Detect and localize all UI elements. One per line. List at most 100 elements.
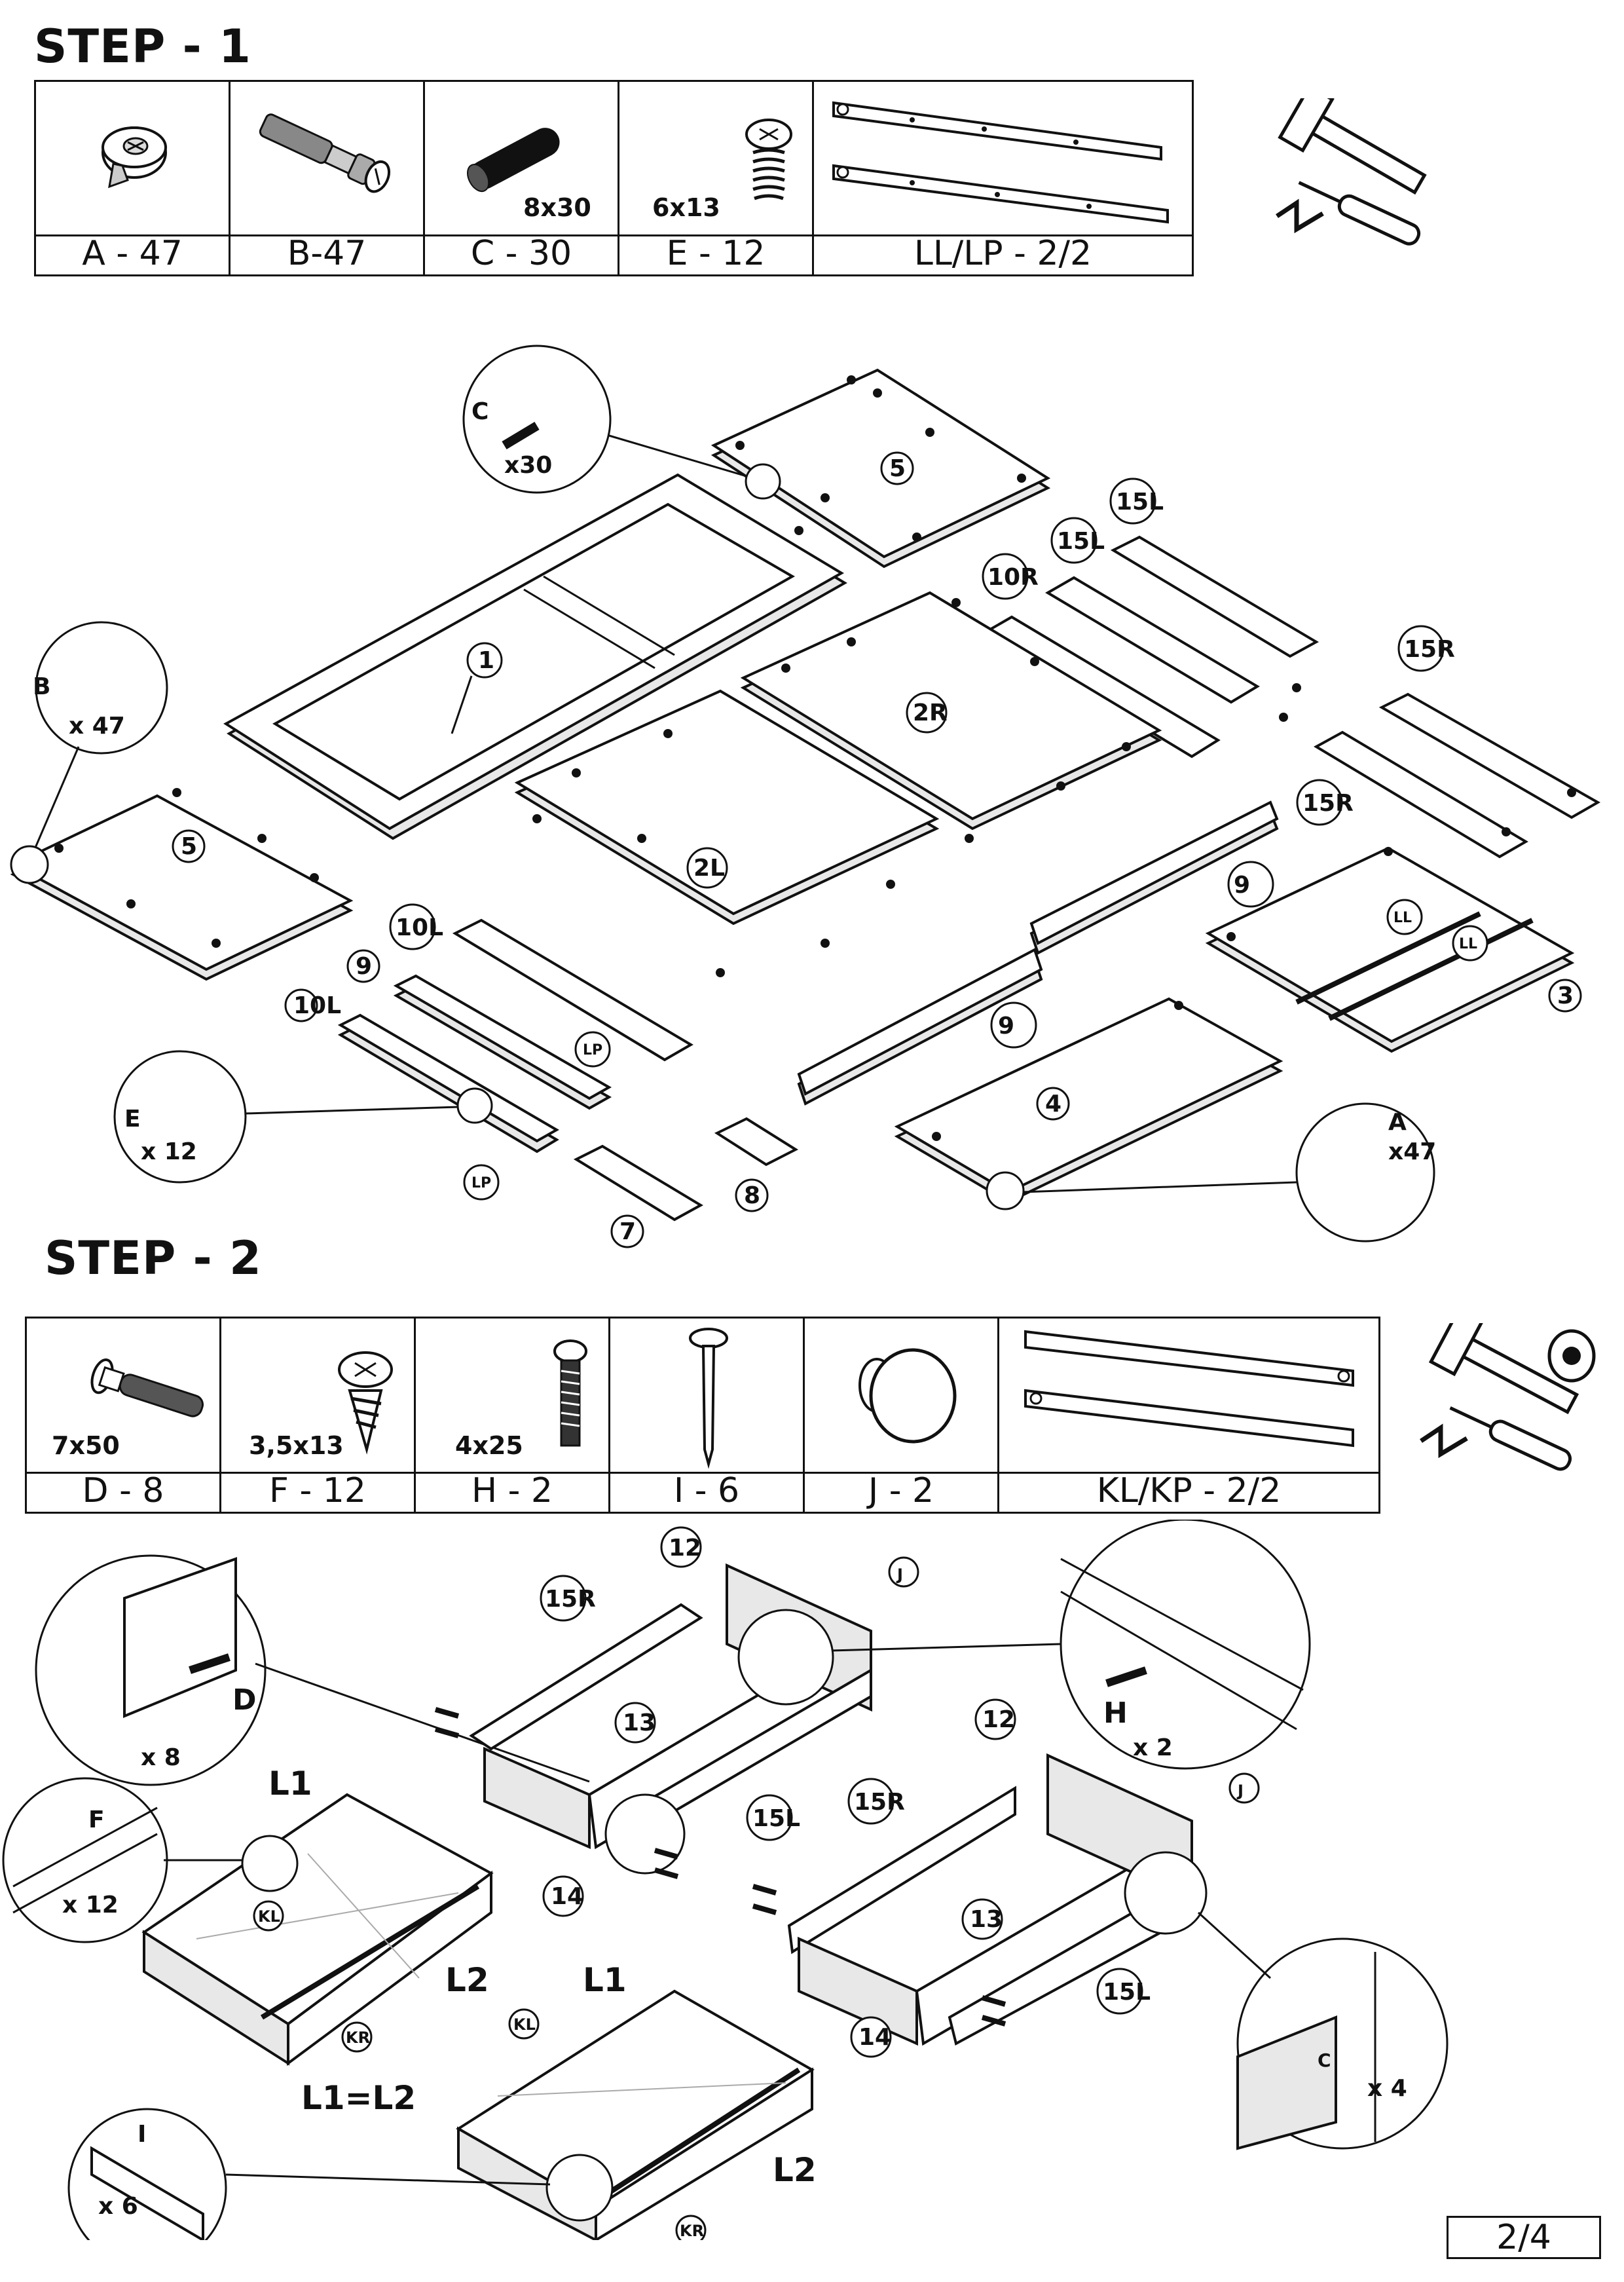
part-label-d: D - 8 (27, 1472, 219, 1512)
hammer-screwdriver-icon (1276, 98, 1427, 246)
callout-f-letter: F (88, 1806, 105, 1833)
num-lp-b: LP (471, 1175, 491, 1191)
nail-icon (689, 1328, 728, 1469)
num-9-b: 10L (293, 992, 341, 1019)
part-cell-j: J - 2 (805, 1319, 999, 1512)
callout-d-letter: D (232, 1683, 257, 1717)
slat-11r (1029, 800, 1279, 955)
size-label-e: 6x13 (652, 193, 720, 222)
part-label-f: F - 12 (221, 1472, 414, 1512)
slat-15r-a (1378, 692, 1601, 819)
num-ll-b: LL (1459, 936, 1477, 952)
panel-2l (514, 689, 940, 926)
screw-e-icon (745, 119, 792, 200)
rail-9-a (393, 974, 612, 1110)
num-kl-a: KL (258, 1907, 280, 1926)
panel-5-top (710, 368, 1051, 569)
num-2l: 2L (693, 855, 725, 882)
panel-5-left (10, 794, 354, 981)
drawer-box-left (141, 1793, 494, 2066)
num-j-a: J (896, 1565, 903, 1584)
num-15r-b: 15R (1302, 790, 1354, 817)
screw-h-icon (553, 1339, 587, 1447)
size-label-h: 4x25 (455, 1431, 523, 1460)
num-15l-a: 15L (1116, 489, 1164, 515)
part-cell-f: 3,5x13 F - 12 (221, 1319, 416, 1512)
part-7 (573, 1144, 704, 1222)
label-l2-b: L2 (773, 2151, 817, 2189)
equation-l1-l2: L1=L2 (301, 2079, 416, 2117)
part-cell-e: 6x13 E - 12 (619, 82, 814, 274)
part-cell-a: A - 47 (36, 82, 231, 274)
callout-c4-count: x 4 (1367, 2075, 1407, 2102)
num-15r-b: 15R (854, 1789, 905, 1816)
hammer-screwdriver-cam-icon (1420, 1323, 1596, 1471)
drawer-rail-icon (832, 101, 1169, 224)
cam-bolt-icon (259, 113, 391, 193)
part-label-b: B-47 (231, 234, 423, 274)
num-kr-a: KR (346, 2029, 370, 2047)
cam-lock-icon (101, 126, 167, 189)
step1-title: STEP - 1 (34, 20, 251, 73)
part-label-e: E - 12 (619, 234, 812, 274)
label-l1-b: L1 (583, 1961, 627, 1999)
num-15l-b: 15L (1057, 528, 1105, 555)
callout-c4-letter: C (1318, 2049, 1331, 2071)
num-2r: 2R (913, 700, 948, 726)
part-label-i: I - 6 (610, 1472, 803, 1512)
drawer-runner-icon (1024, 1330, 1354, 1448)
part-cell-d: 7x50 D - 8 (27, 1319, 221, 1512)
slat-15l-a (1110, 535, 1320, 658)
step1-parts-table: A - 47 B-47 8x30 C - 30 (34, 80, 1194, 276)
size-label-c: 8x30 (523, 193, 591, 222)
step1-assembly-drawing: .pl { fill:#fff; stroke:#111; stroke-wid… (10, 345, 1601, 1248)
part-cell-ll-lp: LL/LP - 2/2 (814, 82, 1192, 274)
callout-a-count: x47 (1388, 1138, 1436, 1165)
page-number: 2/4 (1447, 2216, 1601, 2259)
num-4: 4 (1045, 1091, 1061, 1117)
part-label-ll-lp: LL/LP - 2/2 (814, 234, 1192, 274)
callout-h-count: x 2 (1133, 1734, 1173, 1761)
num-15l-b: 15L (1103, 1979, 1151, 2006)
knob-icon (858, 1348, 957, 1444)
num-ll-a: LL (1393, 910, 1412, 926)
panel-3 (1205, 846, 1575, 1053)
part-label-h: H - 2 (416, 1472, 608, 1512)
num-5-top: 5 (889, 455, 906, 482)
panel-4 (894, 997, 1283, 1204)
screw-f-icon (338, 1351, 393, 1455)
num-lp-a: LP (583, 1042, 602, 1058)
slat-10l (452, 918, 693, 1062)
num-8: 8 (744, 1182, 760, 1209)
screw-d-icon (90, 1358, 204, 1417)
num-5-left: 5 (181, 833, 197, 860)
callout-f-count: x 12 (62, 1892, 119, 1918)
part-cell-h: 4x25 H - 2 (416, 1319, 610, 1512)
part-cell-c: 8x30 C - 30 (425, 82, 619, 274)
panel-2r (740, 591, 1162, 831)
slat-15r-b (1313, 730, 1528, 859)
callout-e-letter: E (124, 1106, 141, 1132)
callout-a-letter: A (1388, 1109, 1407, 1136)
part-cell-kl-kp: KL/KP - 2/2 (999, 1319, 1378, 1512)
num-12-b: 12 (982, 1706, 1015, 1733)
part-cell-b: B-47 (231, 82, 425, 274)
label-l1-a: L1 (268, 1765, 312, 1803)
callout-i-count: x 6 (98, 2193, 138, 2220)
part-8 (714, 1117, 799, 1167)
slat-11l (797, 948, 1043, 1106)
wood-dowel-icon (467, 128, 560, 193)
num-11l: 9 (998, 1013, 1014, 1039)
num-kr-b: KR (680, 2222, 704, 2240)
callout-d-count: x 8 (141, 1744, 181, 1771)
part-label-a: A - 47 (36, 234, 229, 274)
part-label-c: C - 30 (425, 234, 618, 274)
num-10r: 10R (987, 564, 1039, 591)
step2-assembly-drawing: .pl { fill:#fff; stroke:#111; stroke-wid… (2, 1520, 1449, 2240)
num-13-b: 13 (970, 1906, 1003, 1933)
part-cell-i: I - 6 (610, 1319, 805, 1512)
num-15r-a: 15R (1404, 636, 1455, 663)
callout-b-letter: B (33, 673, 50, 700)
num-12-a: 12 (669, 1535, 701, 1562)
num-11r: 9 (1234, 872, 1250, 899)
